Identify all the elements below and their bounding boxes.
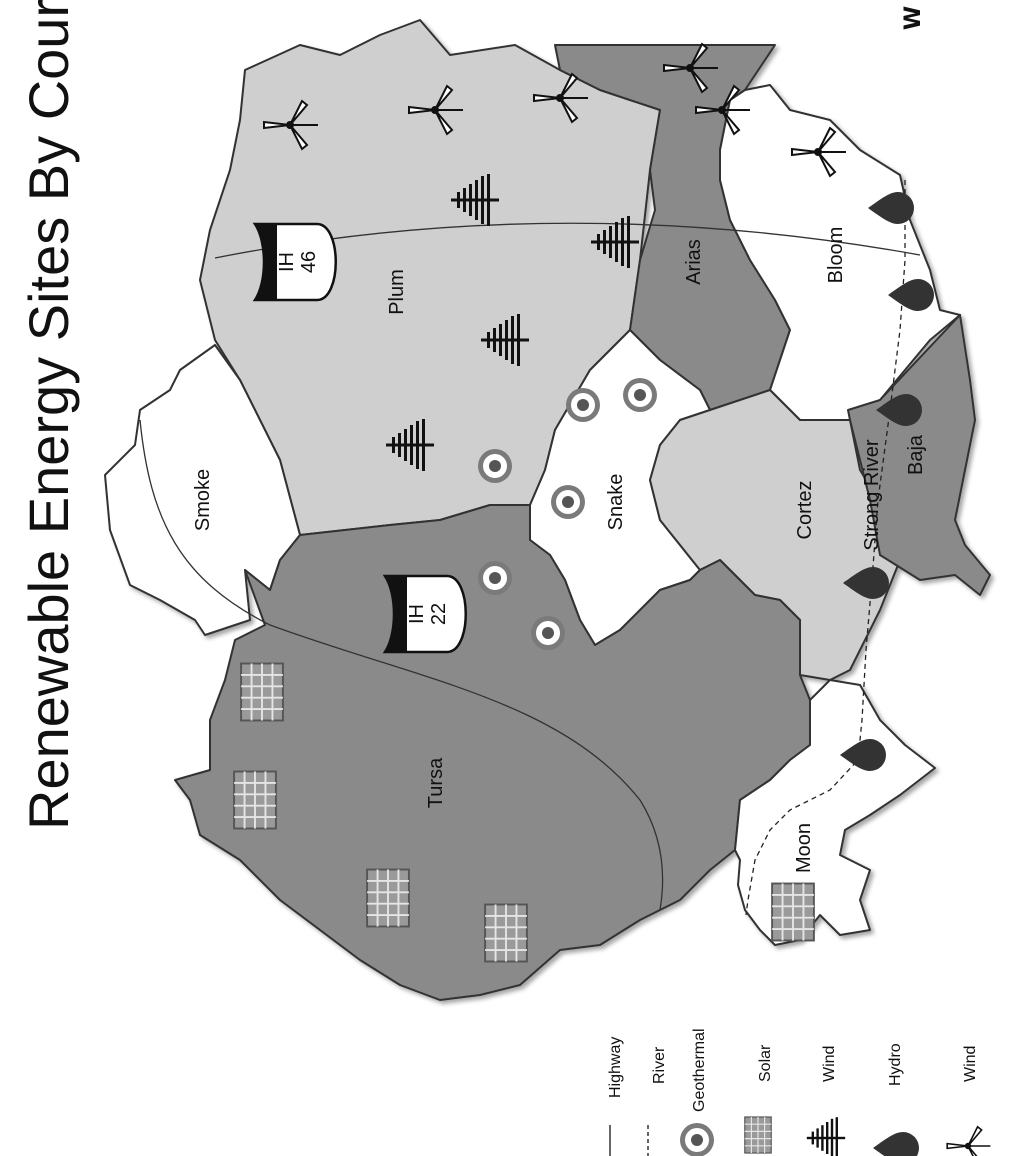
shield-46-number: 46 xyxy=(298,251,320,273)
label-smoke: Smoke xyxy=(192,469,214,531)
label-cortez: Cortez xyxy=(794,481,816,540)
legend-wind-turbine: Wind xyxy=(946,1046,992,1156)
legend-river: River xyxy=(647,1046,668,1156)
counties xyxy=(104,19,991,1001)
legend-wind-turbine-label: Wind xyxy=(962,1046,979,1082)
legend-river-label: River xyxy=(651,1046,668,1084)
legend-geothermal: Geothermal xyxy=(680,1028,714,1156)
highway-shield-22: IH 22 xyxy=(382,574,467,654)
legend-hydro: Hydro xyxy=(873,1043,919,1156)
river xyxy=(745,180,906,916)
county-tursa[interactable] xyxy=(174,504,811,1001)
legend-highway-label: Highway xyxy=(607,1037,624,1098)
legend-wind-tree: Wind xyxy=(806,1046,846,1156)
label-moon: Moon xyxy=(793,823,815,873)
legend-hydro-icon xyxy=(873,1132,919,1156)
county-labels: Plum Arias Bloom Smoke Snake Cortez Baja… xyxy=(192,227,927,873)
label-strong-river: Strong River xyxy=(861,439,883,550)
shield-22-number: 22 xyxy=(428,603,450,625)
label-plum: Plum xyxy=(386,269,408,315)
label-snake: Snake xyxy=(605,474,627,531)
legend-solar-label: Solar xyxy=(757,1044,774,1082)
legend-geothermal-label: Geothermal xyxy=(691,1028,708,1112)
label-baja: Baja xyxy=(905,434,927,475)
legend-wind-tree-icon xyxy=(806,1117,846,1156)
shield-22-prefix: IH xyxy=(406,604,428,624)
map-title: Renewable Energy Sites By Cour xyxy=(17,0,80,830)
shield-46-prefix: IH xyxy=(276,252,298,272)
legend-wind-turbine-icon xyxy=(946,1126,992,1156)
label-arias: Arias xyxy=(683,239,705,285)
legend-solar: Solar xyxy=(744,1044,774,1154)
legend-solar-icon xyxy=(744,1116,772,1154)
legend-wind-tree-label: Wind xyxy=(821,1046,838,1082)
county-baja[interactable] xyxy=(847,314,991,596)
label-bloom: Bloom xyxy=(825,227,847,284)
label-tursa: Tursa xyxy=(425,757,447,808)
compass-west-letter: W xyxy=(901,6,926,30)
legend: Highway River Geothermal Solar Wind Hydr… xyxy=(607,1028,992,1156)
highway-shield-46: IH 46 xyxy=(252,222,337,302)
legend-geothermal-icon xyxy=(680,1123,714,1156)
legend-hydro-label: Hydro xyxy=(887,1043,904,1086)
county-moon[interactable] xyxy=(734,679,936,946)
legend-highway: Highway xyxy=(607,1037,624,1156)
